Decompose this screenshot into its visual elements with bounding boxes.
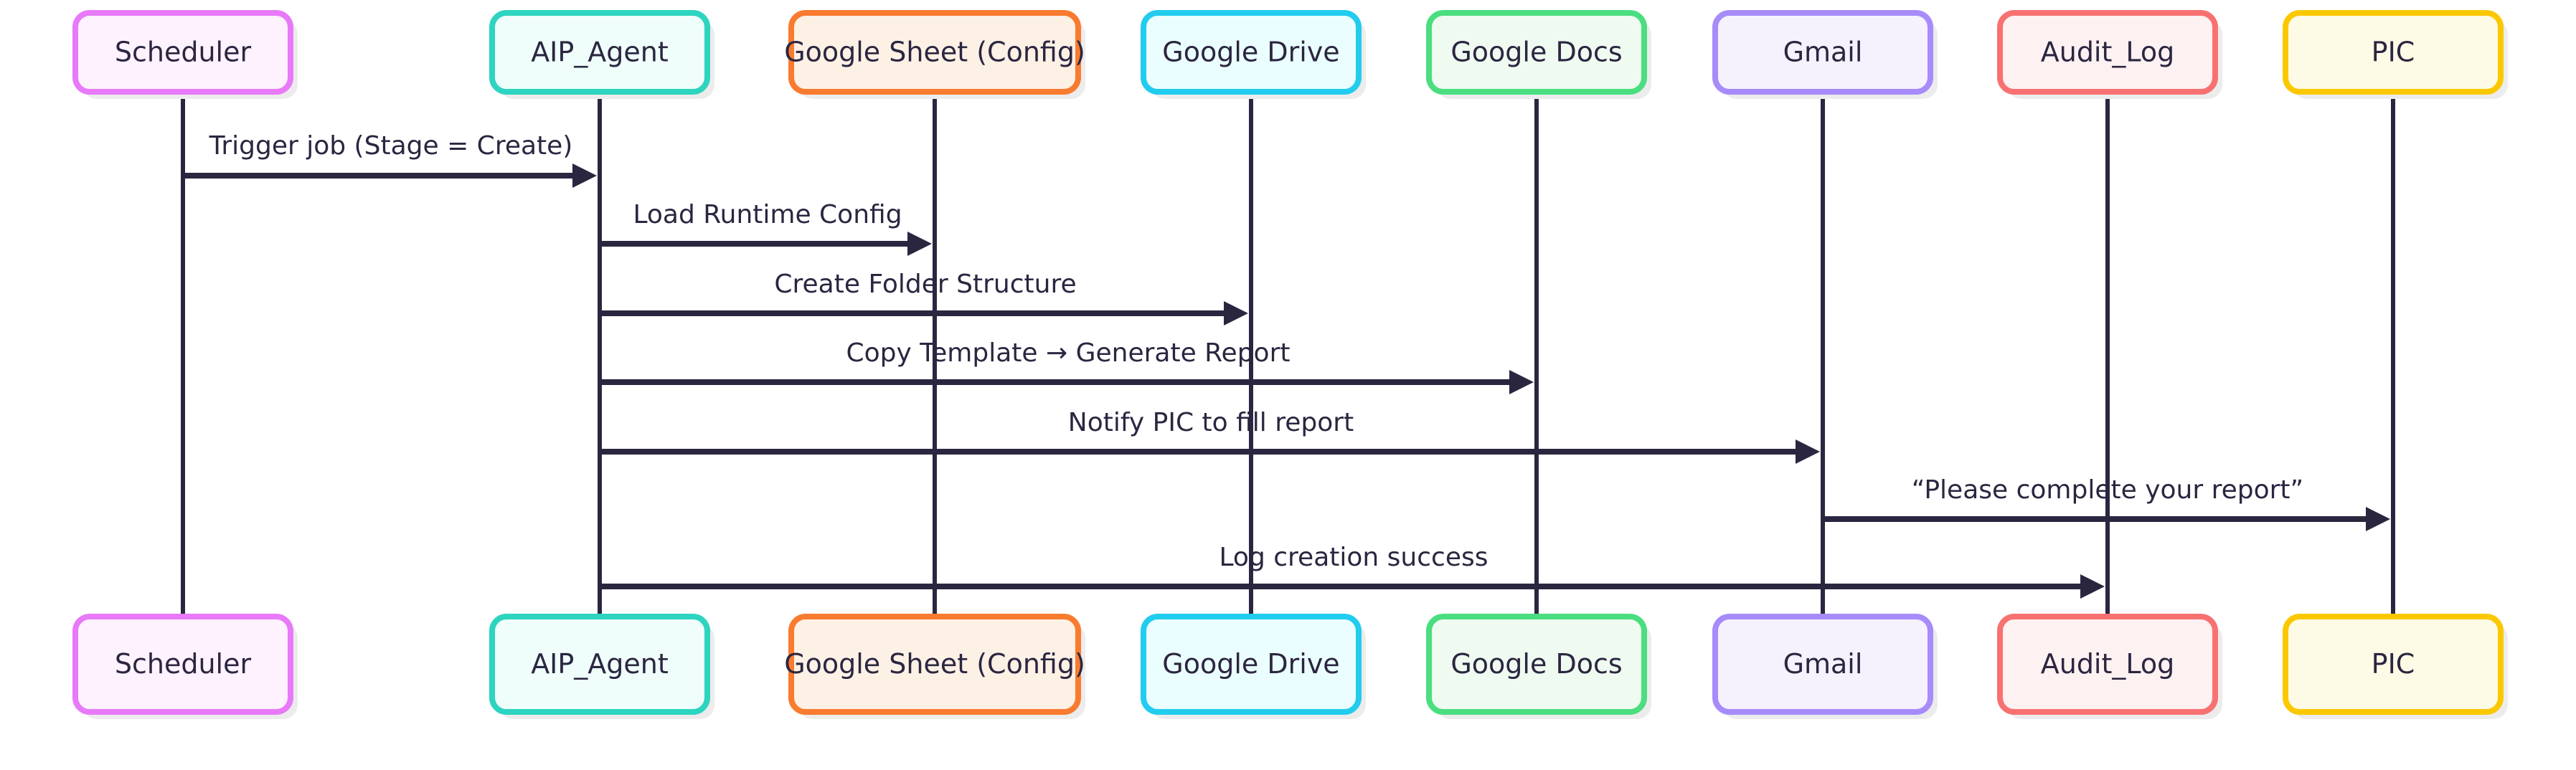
participant-box[interactable]	[1426, 614, 1647, 715]
participant-box[interactable]	[1997, 614, 2218, 715]
message-5: Notify PIC to fill report	[600, 408, 1820, 464]
participant-label: Audit_Log	[2041, 37, 2175, 68]
participant-box[interactable]	[72, 614, 293, 715]
message-2: Load Runtime Config	[600, 200, 932, 256]
message-label: Log creation success	[1219, 543, 1488, 572]
message-label: Trigger job (Stage = Create)	[209, 131, 573, 161]
message-7: Log creation success	[600, 543, 2105, 599]
participant-label: Google Drive	[1162, 37, 1339, 68]
actors-top-layer: Scheduler AIP_Agent Google Sheet (Config) G…	[72, 10, 2508, 99]
participant-top-pic[interactable]: PIC	[2283, 10, 2508, 99]
participant-label: Scheduler	[115, 37, 252, 68]
participant-top-google_sheet_config[interactable]: Google Sheet (Config)	[784, 10, 1085, 99]
message-arrowhead	[1509, 370, 1534, 394]
participant-label: PIC	[2372, 37, 2415, 68]
participant-box[interactable]	[1141, 10, 1362, 95]
participant-bottom-google_docs[interactable]: Google Docs	[1426, 614, 1651, 719]
participant-label: Gmail	[1783, 37, 1863, 68]
message-arrowhead	[1224, 301, 1248, 325]
participant-box[interactable]	[2283, 10, 2504, 95]
participant-box[interactable]	[1997, 10, 2218, 95]
participant-bottom-google_sheet_config[interactable]: Google Sheet (Config)	[784, 614, 1085, 719]
message-label: Load Runtime Config	[633, 200, 902, 229]
participant-bottom-google_drive[interactable]: Google Drive	[1141, 614, 1366, 719]
message-label: Create Folder Structure	[774, 270, 1076, 299]
participant-top-scheduler[interactable]: Scheduler	[72, 10, 298, 99]
message-arrowhead	[2366, 507, 2390, 531]
participant-label: Google Docs	[1450, 37, 1622, 68]
participant-top-google_docs[interactable]: Google Docs	[1426, 10, 1651, 99]
message-4: Copy Template → Generate Report	[600, 338, 1534, 394]
actors-bottom-layer: Scheduler AIP_Agent Google Sheet (Config) G…	[72, 614, 2508, 719]
lifelines-layer	[181, 92, 2395, 617]
participant-box[interactable]	[489, 10, 710, 95]
participant-box[interactable]	[788, 614, 1081, 715]
message-arrowhead	[2080, 574, 2105, 599]
participant-top-google_drive[interactable]: Google Drive	[1141, 10, 1366, 99]
participant-bottom-gmail[interactable]: Gmail	[1712, 614, 1938, 719]
participant-box[interactable]	[72, 10, 293, 95]
participant-top-gmail[interactable]: Gmail	[1712, 10, 1938, 99]
participant-top-aip_agent[interactable]: AIP_Agent	[489, 10, 714, 99]
participant-label: Scheduler	[115, 648, 252, 680]
participant-label: AIP_Agent	[531, 648, 669, 680]
participant-bottom-audit_log[interactable]: Audit_Log	[1997, 614, 2222, 719]
participant-label: Google Docs	[1450, 648, 1622, 680]
participant-bottom-pic[interactable]: PIC	[2283, 614, 2508, 719]
message-label: “Please complete your report”	[1912, 475, 2303, 505]
participant-box[interactable]	[1712, 614, 1933, 715]
participant-top-audit_log[interactable]: Audit_Log	[1997, 10, 2222, 99]
message-6: “Please complete your report”	[1823, 475, 2390, 531]
participant-box[interactable]	[1426, 10, 1647, 95]
message-arrowhead	[1796, 439, 1820, 464]
participant-box[interactable]	[489, 614, 710, 715]
message-3: Create Folder Structure	[600, 270, 1248, 325]
message-label: Copy Template → Generate Report	[846, 338, 1291, 368]
participant-label: Gmail	[1783, 648, 1863, 680]
message-arrowhead	[572, 163, 597, 188]
participant-label: Audit_Log	[2041, 648, 2175, 680]
participant-bottom-aip_agent[interactable]: AIP_Agent	[489, 614, 714, 719]
message-arrowhead	[907, 232, 932, 256]
participant-box[interactable]	[1712, 10, 1933, 95]
message-label: Notify PIC to fill report	[1068, 408, 1354, 437]
messages-layer: Trigger job (Stage = Create) Load Runtime…	[183, 131, 2390, 599]
message-1: Trigger job (Stage = Create)	[183, 131, 597, 188]
participant-label: Google Drive	[1162, 648, 1339, 680]
participant-box[interactable]	[1141, 614, 1362, 715]
participant-label: Google Sheet (Config)	[784, 37, 1085, 68]
participant-box[interactable]	[2283, 614, 2504, 715]
participant-box[interactable]	[788, 10, 1081, 95]
participant-label: AIP_Agent	[531, 37, 669, 68]
participant-label: Google Sheet (Config)	[784, 648, 1085, 680]
participant-bottom-scheduler[interactable]: Scheduler	[72, 614, 298, 719]
participant-label: PIC	[2372, 648, 2415, 680]
